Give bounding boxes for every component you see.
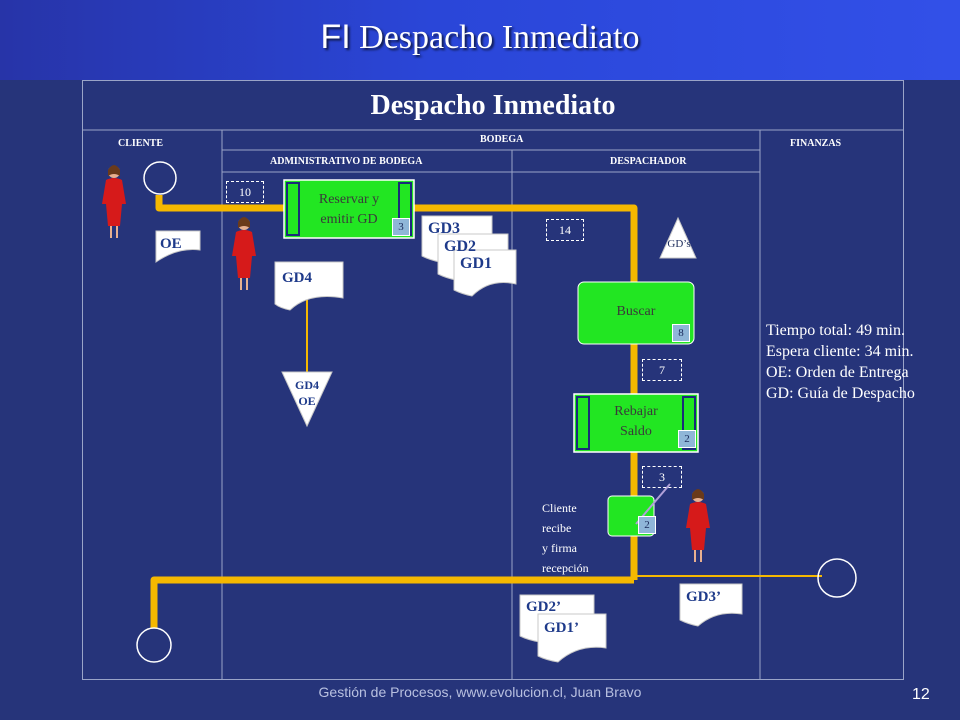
activity-reservar-line1: Reservar y xyxy=(318,192,380,207)
start-circle xyxy=(143,161,177,195)
doc-gd4-label: GD4 xyxy=(282,270,312,286)
title-band xyxy=(0,0,960,80)
info-tiempo-total: Tiempo total: 49 min. xyxy=(766,322,905,339)
lane-administrativo-header: ADMINISTRATIVO DE BODEGA xyxy=(270,156,423,167)
end-circle-cliente xyxy=(136,627,172,663)
wait-7: 7 xyxy=(642,359,682,381)
storage-gd4-oe-triangle xyxy=(281,371,333,428)
storage-gds-triangle xyxy=(659,216,697,259)
duration-reservar: 3 xyxy=(392,218,410,236)
info-gd-definition: GD: Guía de Despacho xyxy=(766,385,915,402)
activity-rebajar-line2: Saldo xyxy=(620,424,652,439)
summary-info: Tiempo total: 49 min. Espera cliente: 34… xyxy=(766,320,915,404)
person-administrativo-icon xyxy=(232,217,256,290)
doc-gd1p-shape xyxy=(537,613,607,663)
doc-gd2-label: GD2 xyxy=(444,238,476,255)
doc-gd3-label: GD3 xyxy=(428,220,460,237)
doc-oe-label: OE xyxy=(160,236,182,252)
page-number: 12 xyxy=(912,686,930,703)
cliente-recibe-label: Cliente recibe y firma recepción xyxy=(542,498,589,578)
activity-reservar-label: Reservar y emitir GD xyxy=(299,190,399,230)
doc-gd1p-label: GD1’ xyxy=(544,620,579,636)
storage-oe-line: OE xyxy=(298,394,316,408)
activity-rebajar-box xyxy=(573,393,699,453)
slide-title-text: Despacho Inmediato xyxy=(359,19,640,56)
wait-10: 10 xyxy=(226,181,264,203)
cliente-recibe-line2: recibe xyxy=(542,521,572,535)
person-cliente-icon xyxy=(102,165,126,238)
cliente-recibe-line4: recepción xyxy=(542,561,589,575)
slide-title-prefix: FI xyxy=(320,18,351,56)
doc-gd4-shape xyxy=(274,261,344,311)
doc-gd2p-label: GD2’ xyxy=(526,599,561,615)
lane-lines xyxy=(82,129,904,680)
slide-footer: Gestión de Procesos, www.evolucion.cl, J… xyxy=(318,684,642,700)
doc-oe-shape xyxy=(155,230,201,263)
doc-gd3p-label: GD3’ xyxy=(686,589,721,605)
end-circle-finanzas xyxy=(817,558,857,598)
info-oe-definition: OE: Orden de Entrega xyxy=(766,364,909,381)
activity-buscar-label: Buscar xyxy=(616,304,656,319)
cliente-recibe-line1: Cliente xyxy=(542,501,577,515)
lane-despachador-header: DESPACHADOR xyxy=(610,156,687,167)
activity-reservar-line2: emitir GD xyxy=(320,212,378,227)
doc-gd1-shape xyxy=(453,249,517,297)
duration-buscar: 8 xyxy=(672,324,690,342)
activity-rebajar-line1: Rebajar xyxy=(614,404,658,419)
lane-bodega-header: BODEGA xyxy=(480,134,524,145)
storage-gd4-line: GD4 xyxy=(295,378,319,392)
duration-rebajar: 2 xyxy=(678,430,696,448)
storage-gds-label: GD’s xyxy=(667,238,691,250)
duration-recepcion: 2 xyxy=(638,516,656,534)
lane-finanzas-header: FINANZAS xyxy=(790,138,842,149)
storage-gd4-oe-label: GD4 OE xyxy=(287,377,327,409)
activity-rebajar-label: Rebajar Saldo xyxy=(589,402,683,442)
cliente-recibe-line3: y firma xyxy=(542,541,577,555)
diagram-title: Despacho Inmediato xyxy=(370,90,616,121)
wait-3: 3 xyxy=(642,466,682,488)
slide-title: FI Despacho Inmediato xyxy=(0,18,960,57)
person-cliente-recibe-icon xyxy=(686,489,710,562)
wait-14: 14 xyxy=(546,219,584,241)
activity-buscar-box xyxy=(577,281,695,345)
diagram-panel xyxy=(82,80,904,680)
doc-gd1-label: GD1 xyxy=(460,255,492,272)
lane-cliente-header: CLIENTE xyxy=(118,138,164,149)
info-espera-cliente: Espera cliente: 34 min. xyxy=(766,343,914,360)
doc-gd3p-shape xyxy=(679,583,743,627)
